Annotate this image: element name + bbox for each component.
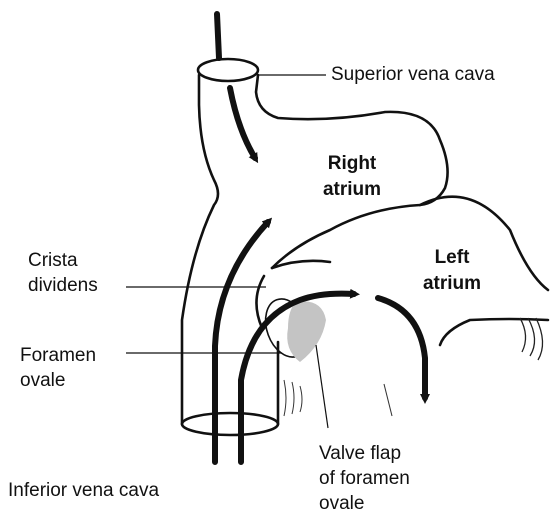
- label-foramen-ovale-line2: ovale: [20, 368, 96, 393]
- valve-flap: [287, 301, 326, 362]
- texture-lines: [284, 380, 392, 416]
- label-left-atrium-line2: atrium: [402, 271, 502, 297]
- label-foramen-ovale: Foramen ovale: [20, 343, 96, 393]
- arrow-svc-line: [217, 14, 219, 58]
- label-left-atrium: Left atrium: [402, 245, 502, 297]
- label-valve-flap-line1: Valve flap: [319, 441, 410, 466]
- arrow-svc-into-right-atrium: [230, 88, 255, 158]
- superior-vena-cava-opening: [198, 59, 258, 81]
- label-valve-flap-line3: ovale: [319, 491, 410, 516]
- inferior-vena-cava-tube: [182, 342, 278, 435]
- label-left-atrium-line1: Left: [402, 245, 502, 271]
- pulmonary-vein-stubs: [520, 318, 543, 360]
- leader-lines: [126, 75, 328, 428]
- label-crista-dividens-line2: dividens: [28, 273, 98, 298]
- label-right-atrium-line2: atrium: [302, 177, 402, 203]
- label-crista-dividens: Crista dividens: [28, 248, 98, 298]
- label-inferior-vena-cava: Inferior vena cava: [8, 478, 159, 503]
- label-foramen-ovale-line1: Foramen: [20, 343, 96, 368]
- label-valve-flap-line2: of foramen: [319, 466, 410, 491]
- label-right-atrium-line1: Right: [302, 151, 402, 177]
- label-right-atrium: Right atrium: [302, 151, 402, 203]
- label-superior-vena-cava: Superior vena cava: [331, 62, 495, 87]
- arrow-into-left-atrium: [378, 298, 425, 398]
- label-valve-flap: Valve flap of foramen ovale: [319, 441, 410, 516]
- label-crista-dividens-line1: Crista: [28, 248, 98, 273]
